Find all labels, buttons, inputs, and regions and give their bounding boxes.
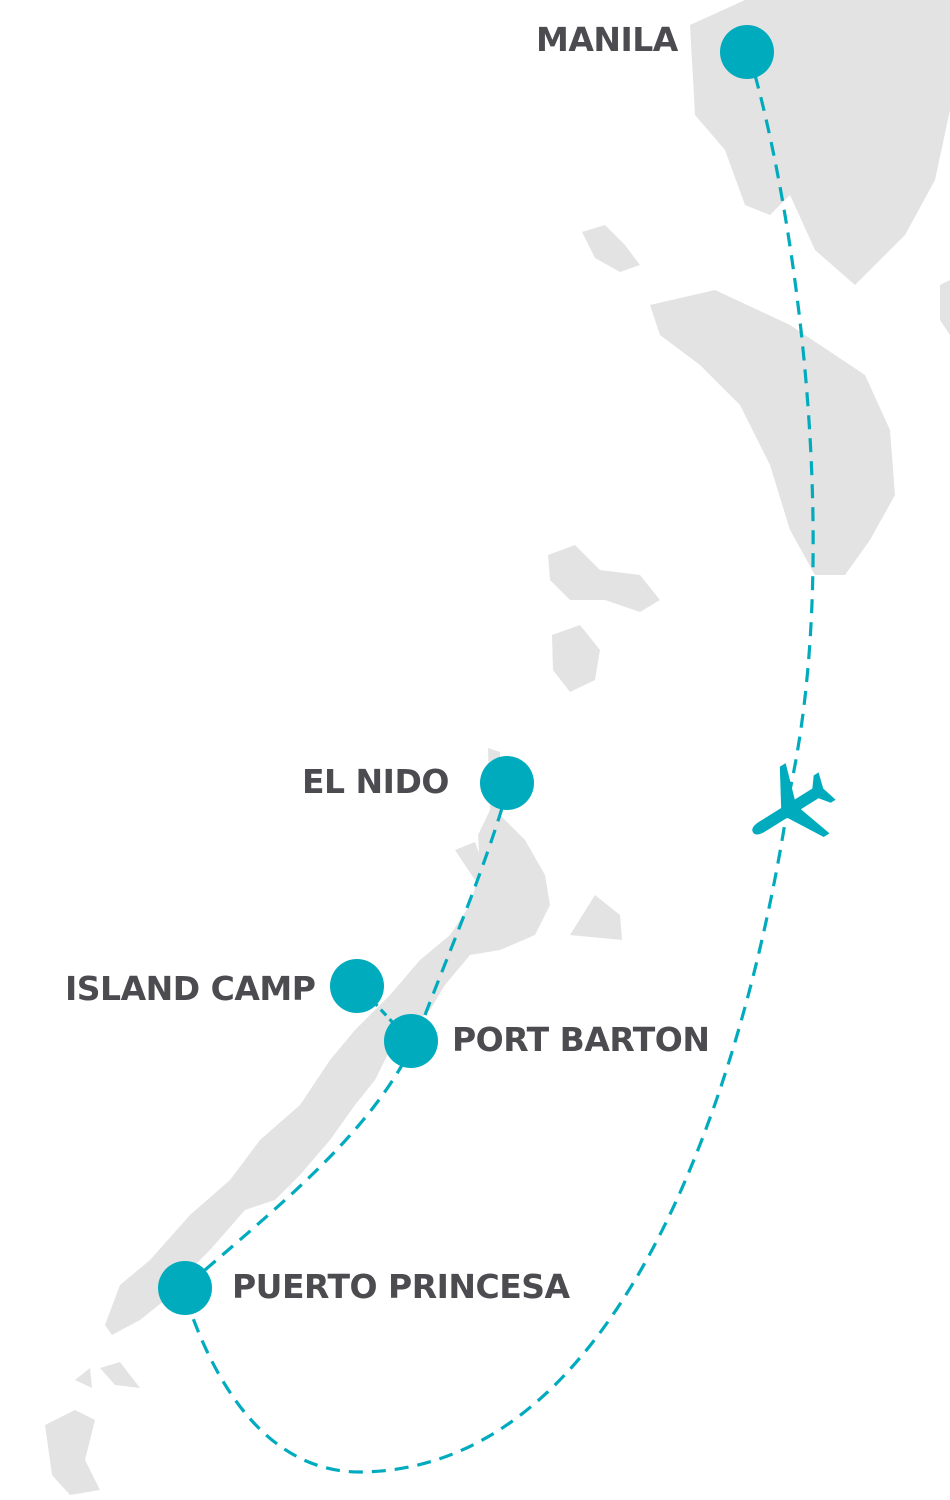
label-puerto-princesa: PUERTO PRINCESA: [232, 1267, 570, 1306]
label-el-nido: EL NIDO: [302, 762, 449, 801]
label-port-barton: PORT BARTON: [452, 1020, 710, 1059]
palawan-inlet: [455, 842, 485, 880]
stop-marker-puerto-princesa[interactable]: [158, 1261, 212, 1315]
stop-marker-manila[interactable]: [720, 25, 774, 79]
land-masses: [45, 0, 950, 1495]
stop-marker-island-camp[interactable]: [330, 959, 384, 1013]
route-port-barton-el-nido: [423, 804, 505, 1016]
label-island-camp: ISLAND CAMP: [65, 969, 316, 1008]
islet-south-1: [75, 1368, 92, 1388]
palawan-island: [105, 748, 550, 1335]
cuyo-island: [570, 895, 622, 940]
panay-edge: [940, 280, 950, 335]
route-puerto-princesa-port-barton: [203, 1059, 407, 1272]
label-manila: MANILA: [536, 20, 678, 59]
lubang-island: [582, 225, 640, 272]
mindoro-island: [650, 290, 895, 575]
island-mid: [552, 625, 600, 692]
balabac-island: [45, 1410, 100, 1495]
island-north: [548, 545, 660, 612]
flight-route: [188, 74, 815, 1474]
airplane-icon: [752, 763, 836, 838]
islet-south-2: [100, 1362, 140, 1388]
stop-markers: [158, 25, 774, 1315]
stop-marker-el-nido[interactable]: [480, 756, 534, 810]
stop-marker-port-barton[interactable]: [384, 1014, 438, 1068]
